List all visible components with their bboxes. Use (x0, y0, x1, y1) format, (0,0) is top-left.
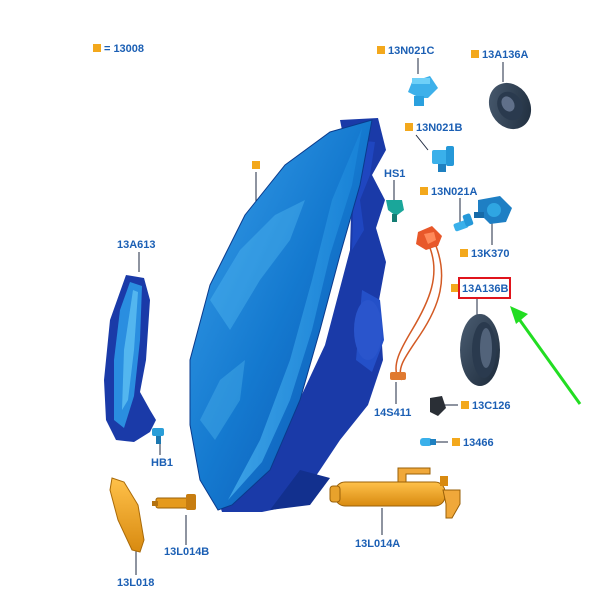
orange-marker-icon (461, 401, 469, 409)
part-13C126 (430, 396, 446, 416)
green-pointer-arrow (510, 306, 582, 405)
bulb-13N021A (453, 213, 474, 232)
bulb-HB1 (152, 428, 164, 444)
label-HS1[interactable]: HS1 (384, 168, 406, 180)
label-13L014B[interactable]: 13L014B (164, 546, 210, 558)
side-marker-lamp-13A613 (104, 275, 156, 442)
label-13N021C[interactable]: 13N021C (377, 45, 434, 57)
label-13N021A[interactable]: 13N021A (420, 186, 477, 198)
bulb-13466 (420, 438, 436, 446)
orange-marker-icon (452, 438, 460, 446)
washer-unit-13L014A (329, 467, 461, 519)
orange-marker-icon (405, 123, 413, 131)
label-HB1[interactable]: HB1 (151, 457, 174, 469)
reflector-13L018 (109, 477, 145, 553)
wiring-harness-14S411 (390, 226, 443, 381)
bulb-13N021C (408, 76, 438, 106)
label-13A613[interactable]: 13A613 (117, 239, 156, 251)
legend-13008: =13008 (93, 43, 144, 55)
orange-marker-icon (252, 161, 260, 169)
label-13466[interactable]: 13466 (452, 437, 494, 449)
orange-marker-icon (460, 249, 468, 257)
part-13L014B (152, 494, 196, 510)
label-13L018[interactable]: 13L018 (117, 577, 155, 589)
dust-cap-13A136B (460, 314, 500, 386)
highlight-box (458, 277, 511, 299)
label-13K370[interactable]: 13K370 (460, 248, 510, 260)
orange-marker-icon (471, 50, 479, 58)
label-13L014A[interactable]: 13L014A (355, 538, 401, 550)
bulb-HS1 (386, 200, 404, 222)
dust-cap-13A136A (488, 82, 532, 130)
label-13A136B[interactable]: 13A136B (451, 283, 508, 295)
label-13N021B[interactable]: 13N021B (405, 122, 462, 134)
headlamp-lens (189, 119, 373, 511)
label-14S411[interactable]: 14S411 (374, 407, 412, 419)
label-13A136A[interactable]: 13A136A (471, 49, 528, 61)
orange-marker-icon (377, 46, 385, 54)
socket-13K370 (474, 196, 512, 224)
orange-marker-icon (93, 44, 101, 52)
orange-marker-icon (420, 187, 428, 195)
label-13C126[interactable]: 13C126 (461, 400, 511, 412)
orange-marker-icon (451, 284, 459, 292)
bulb-13N021B (432, 146, 454, 172)
